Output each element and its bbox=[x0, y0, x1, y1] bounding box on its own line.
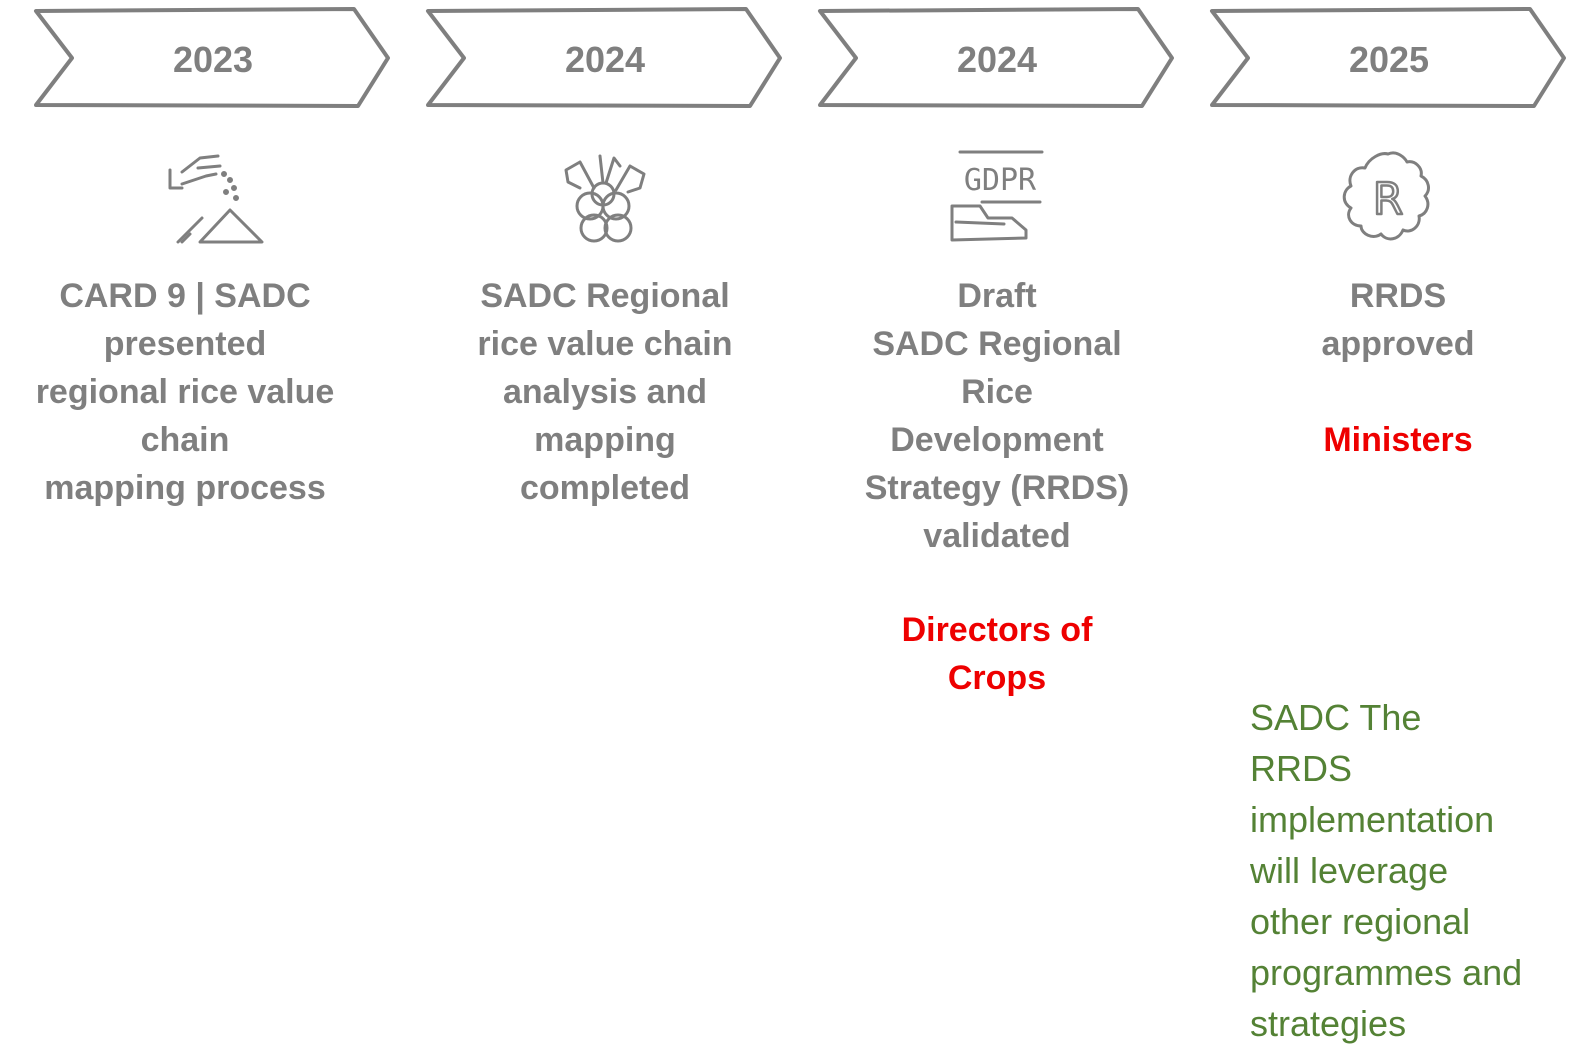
chevron-arrow-shape bbox=[426, 7, 782, 108]
milestone-actor: Directors of Crops bbox=[901, 611, 1093, 697]
milestone-description: Draft SADC Regional Rice Development Str… bbox=[864, 277, 1130, 555]
gdpr-text: GDPR bbox=[964, 163, 1037, 198]
chevron-arrow-shape bbox=[34, 7, 390, 108]
milestone-actor: Ministers bbox=[1323, 421, 1473, 459]
year-chevron-2023: 2023 bbox=[28, 7, 398, 108]
milestone-description: SADC Regional rice value chain analysis … bbox=[477, 277, 733, 507]
gdpr-document-icon: GDPR bbox=[942, 148, 1052, 248]
year-chevron-2024-a: 2024 bbox=[420, 7, 790, 108]
year-label: 2024 bbox=[956, 39, 1038, 80]
grain-cluster-icon bbox=[550, 148, 660, 248]
year-chevron-2024-b: 2024 bbox=[812, 7, 1182, 108]
implementation-note: SADC The RRDS implementation will levera… bbox=[1250, 697, 1523, 1044]
year-label: 2023 bbox=[172, 39, 254, 80]
milestone-description: RRDS approved bbox=[1321, 277, 1475, 363]
milestone-description: CARD 9 | SADC presented regional rice va… bbox=[35, 277, 335, 507]
registered-seal-icon: R bbox=[1333, 148, 1443, 248]
registered-letter: R bbox=[1373, 174, 1404, 225]
year-chevron-2025: 2025 bbox=[1204, 7, 1574, 108]
chevron-arrow-shape bbox=[1210, 7, 1566, 108]
hand-sowing-seeds-icon bbox=[160, 148, 270, 248]
chevron-arrow-shape bbox=[818, 7, 1174, 108]
year-label: 2025 bbox=[1348, 39, 1430, 80]
year-label: 2024 bbox=[564, 39, 646, 80]
